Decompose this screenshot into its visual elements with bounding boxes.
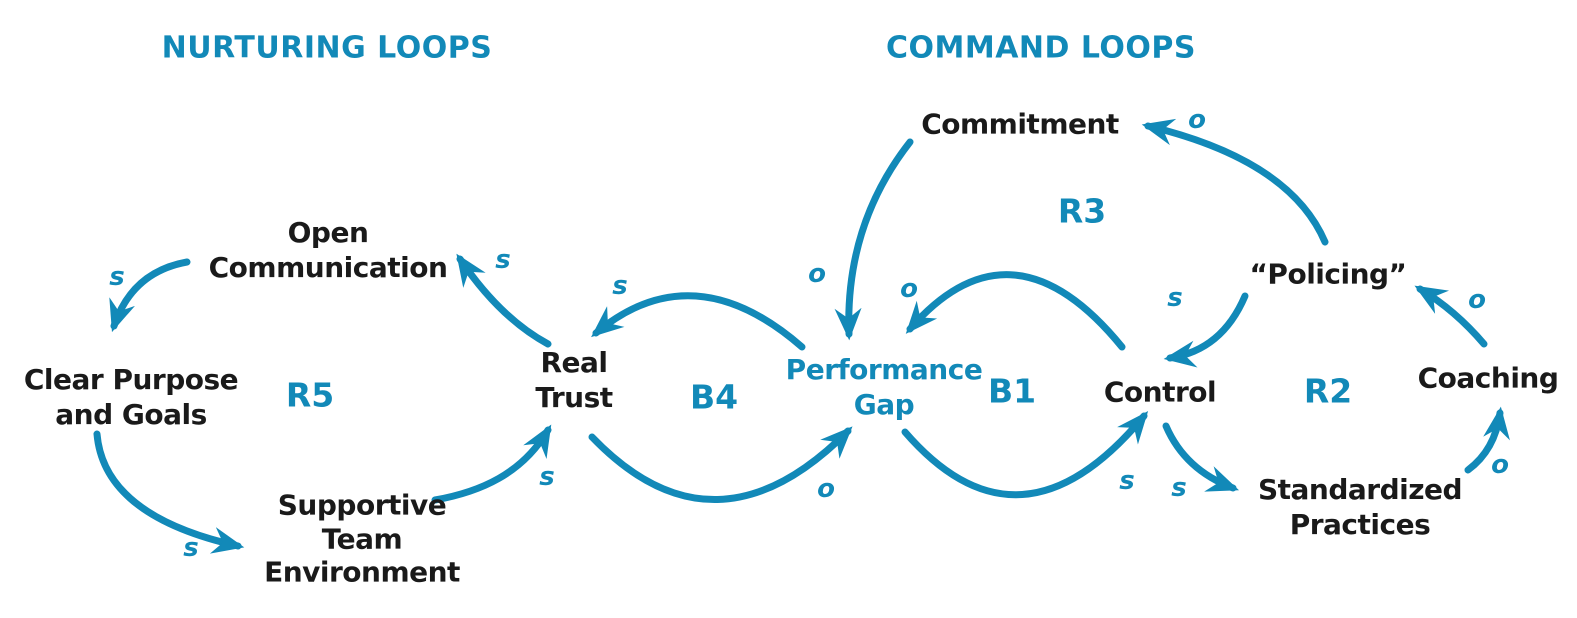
arrow-supportive-team-to-real-trust [431, 424, 552, 504]
node-supportive-team-environment: Supportive Team Environment [264, 488, 460, 589]
arrow-real-trust-to-open-communication [456, 253, 552, 348]
polarity-control-to-standardized-practices: s [1171, 473, 1187, 503]
arrow-control-to-performance-gap [905, 271, 1126, 351]
polarity-open-communication-to-clear-purpose: s [109, 262, 125, 292]
arrow-policing-to-control [1163, 292, 1249, 368]
loop-label-r2: R2 [1303, 371, 1353, 411]
arrow-performance-gap-to-control [901, 411, 1149, 499]
polarity-commitment-to-performance-gap: o [808, 259, 826, 289]
arrow-commitment-to-performance-gap [834, 138, 914, 341]
polarity-performance-gap-to-control: s [1119, 466, 1135, 496]
node-clear-purpose-and-goals: Clear Purpose and Goals [23, 363, 239, 431]
polarity-control-to-performance-gap: o [900, 274, 918, 304]
loop-label-r3: R3 [1057, 191, 1107, 231]
node-standardized-practices: Standardized Practices [1257, 473, 1463, 541]
polarity-real-trust-to-performance-gap: o [817, 474, 835, 504]
arrow-coaching-to-policing [1414, 285, 1488, 348]
arrow-control-to-standardized-practices [1162, 422, 1240, 492]
polarity-clear-purpose-to-supportive-team: s [183, 533, 199, 563]
node-real-trust: Real Trust [535, 346, 613, 414]
node-open-communication: Open Communication [208, 216, 448, 284]
loop-label-b4: B4 [689, 377, 739, 417]
arrow-performance-gap-to-real-trust [591, 292, 806, 351]
arrow-clear-purpose-to-supportive-team [93, 430, 245, 554]
arrow-standardized-practices-to-coaching [1464, 406, 1510, 474]
node-policing: “Policing” [1249, 257, 1407, 291]
loop-label-b1: B1 [987, 371, 1037, 411]
loop-label-r5: R5 [285, 375, 335, 415]
arrow-policing-to-commitment [1141, 118, 1329, 246]
command-loops-title: COMMAND LOOPS [885, 30, 1197, 66]
node-performance-gap: Performance Gap [785, 353, 983, 421]
polarity-policing-to-control: s [1167, 283, 1183, 313]
node-control: Control [1103, 375, 1217, 409]
nurturing-loops-title: NURTURING LOOPS [161, 30, 493, 66]
polarity-performance-gap-to-real-trust: s [612, 271, 628, 301]
polarity-supportive-team-to-real-trust: s [539, 462, 555, 492]
arrow-real-trust-to-performance-gap [588, 426, 853, 503]
node-coaching: Coaching [1417, 361, 1559, 395]
polarity-real-trust-to-open-communication: s [495, 245, 511, 275]
arrow-open-communication-to-clear-purpose [109, 258, 191, 333]
polarity-standardized-practices-to-coaching: o [1491, 450, 1509, 480]
polarity-coaching-to-policing: o [1468, 285, 1486, 315]
node-commitment: Commitment [921, 107, 1119, 141]
polarity-policing-to-commitment: o [1188, 105, 1206, 135]
